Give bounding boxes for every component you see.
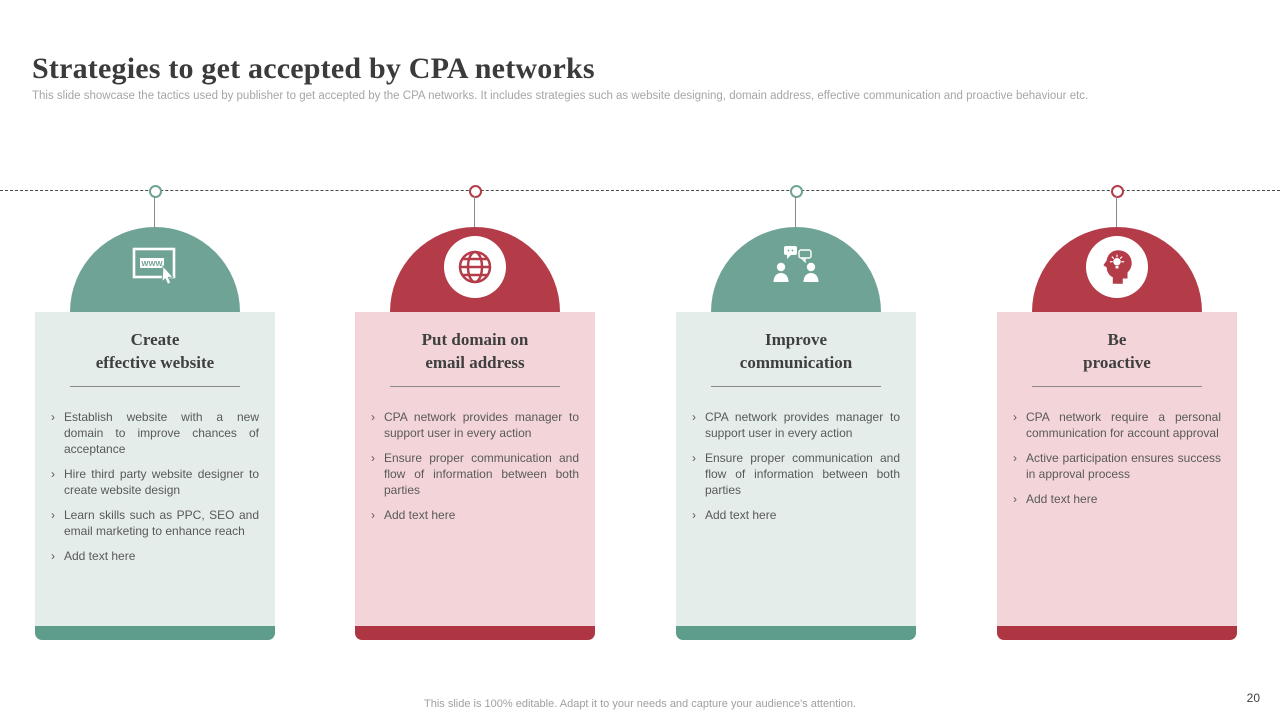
bullet-text: Establish website with a new domain to i… — [64, 410, 259, 456]
title-divider — [1032, 386, 1202, 387]
bullet-marker: › — [51, 549, 55, 563]
list-item: › CPA network provides manager to support… — [371, 409, 579, 441]
bullet-text: Ensure proper communication and flow of … — [705, 451, 900, 497]
bullet-list: › CPA network require a personal communic… — [1011, 409, 1223, 507]
timeline-marker — [469, 185, 482, 198]
card-title: Put domain on email address — [369, 328, 581, 374]
timeline-connector — [474, 196, 475, 227]
list-item: › CPA network provides manager to support… — [692, 409, 900, 441]
list-item: › CPA network require a personal communic… — [1013, 409, 1221, 441]
card-title-line2: effective website — [95, 353, 215, 372]
communication-icon — [773, 246, 819, 282]
card-title-line2: communication — [739, 353, 853, 372]
proactive-icon — [1103, 250, 1132, 284]
icon-holder — [444, 236, 506, 298]
page-subtitle: This slide showcase the tactics used by … — [32, 90, 1089, 102]
bullet-marker: › — [1013, 451, 1017, 465]
timeline-connector — [795, 196, 796, 227]
icon-holder — [1086, 236, 1148, 298]
strategy-card: Improve communication › CPA network provi… — [676, 312, 916, 626]
bullet-marker: › — [51, 410, 55, 424]
page-number: 20 — [1246, 691, 1260, 705]
page-title: Strategies to get accepted by CPA networ… — [32, 52, 595, 86]
bullet-text: Add text here — [1026, 492, 1098, 506]
timeline-connector — [154, 196, 155, 227]
bullet-marker: › — [51, 467, 55, 481]
title-divider — [711, 386, 881, 387]
list-item: › Learn skills such as PPC, SEO and email… — [51, 507, 259, 539]
card-title-line1: Put domain on — [421, 330, 529, 349]
bullet-text: Active participation ensures success in … — [1026, 451, 1221, 481]
card-title: Be proactive — [1011, 328, 1223, 374]
strategy-column-be-proactive: Be proactive › CPA network require a pers… — [997, 185, 1237, 655]
bullet-text: Add text here — [64, 549, 136, 563]
globe-icon — [458, 250, 492, 284]
card-title-line2: email address — [425, 353, 525, 372]
list-item: › Ensure proper communication and flow of… — [692, 450, 900, 498]
bullet-text: Hire third party website designer to cre… — [64, 467, 259, 497]
timeline-marker — [1111, 185, 1124, 198]
title-divider — [390, 386, 560, 387]
title-divider — [70, 386, 240, 387]
website-icon: WWW — [132, 247, 176, 285]
bullet-text: CPA network require a personal communica… — [1026, 410, 1221, 440]
bullet-marker: › — [692, 410, 696, 424]
bullet-marker: › — [371, 451, 375, 465]
card-title-line2: proactive — [1083, 353, 1151, 372]
strategy-column-improve-communication: Improve communication › CPA network provi… — [676, 185, 916, 655]
bullet-text: Ensure proper communication and flow of … — [384, 451, 579, 497]
bullet-marker: › — [692, 508, 696, 522]
card-bottom-bar — [997, 626, 1237, 640]
strategy-column-put-domain-on-email-address: Put domain on email address › CPA network… — [355, 185, 595, 655]
list-item: › Ensure proper communication and flow of… — [371, 450, 579, 498]
bullet-marker: › — [1013, 492, 1017, 506]
list-item: › Add text here — [371, 507, 579, 523]
card-title: Create effective website — [49, 328, 261, 374]
card-bottom-bar — [355, 626, 595, 640]
bullet-list: › Establish website with a new domain to … — [49, 409, 261, 564]
timeline-connector — [1116, 196, 1117, 227]
bullet-marker: › — [371, 508, 375, 522]
bullet-text: Add text here — [384, 508, 456, 522]
bullet-marker: › — [371, 410, 375, 424]
svg-text:WWW: WWW — [141, 259, 163, 268]
list-item: › Active participation ensures success in… — [1013, 450, 1221, 482]
bullet-marker: › — [692, 451, 696, 465]
strategy-card: Be proactive › CPA network require a pers… — [997, 312, 1237, 626]
list-item: › Add text here — [51, 548, 259, 564]
card-title-line1: Be — [1107, 330, 1127, 349]
bullet-list: › CPA network provides manager to support… — [369, 409, 581, 523]
bullet-text: CPA network provides manager to support … — [705, 410, 900, 440]
icon-holder: WWW — [124, 236, 186, 298]
card-bottom-bar — [35, 626, 275, 640]
strategy-card: Create effective website › Establish webs… — [35, 312, 275, 626]
card-bottom-bar — [676, 626, 916, 640]
card-title: Improve communication — [690, 328, 902, 374]
timeline-marker — [790, 185, 803, 198]
bullet-text: Add text here — [705, 508, 777, 522]
bullet-marker: › — [1013, 410, 1017, 424]
bullet-list: › CPA network provides manager to support… — [690, 409, 902, 523]
strategy-card: Put domain on email address › CPA network… — [355, 312, 595, 626]
bullet-marker: › — [51, 508, 55, 522]
slide-footer-note: This slide is 100% editable. Adapt it to… — [424, 698, 856, 710]
bullet-text: Learn skills such as PPC, SEO and email … — [64, 508, 259, 538]
icon-holder — [765, 236, 827, 298]
list-item: › Add text here — [692, 507, 900, 523]
card-title-line1: Create — [130, 330, 180, 349]
card-title-line1: Improve — [764, 330, 827, 349]
list-item: › Add text here — [1013, 491, 1221, 507]
strategy-column-create-effective-website: WWW Create effective website › Establish … — [35, 185, 275, 655]
list-item: › Establish website with a new domain to … — [51, 409, 259, 457]
timeline-dashed-line — [0, 190, 1280, 191]
list-item: › Hire third party website designer to cr… — [51, 466, 259, 498]
timeline-marker — [149, 185, 162, 198]
bullet-text: CPA network provides manager to support … — [384, 410, 579, 440]
